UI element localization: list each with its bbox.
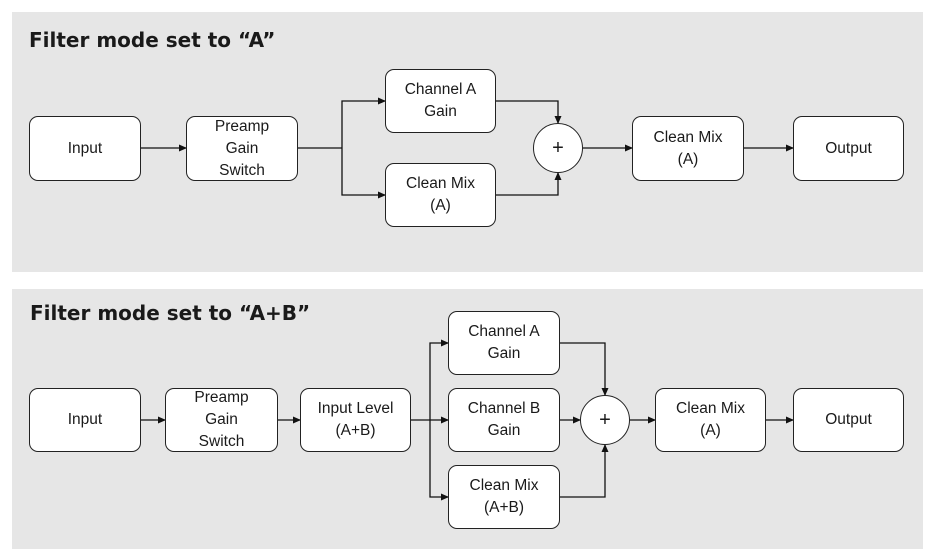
- block-output: Output: [793, 116, 904, 181]
- panel-filter-mode-a: [12, 12, 923, 272]
- wire-ab-split-clean-mix: [429, 420, 449, 501]
- wire-ab-clean-mix-sum: [560, 444, 609, 498]
- block-clean-mix-input: Clean Mix (A): [385, 163, 496, 227]
- wire-a-split-clean-mix: [341, 148, 386, 199]
- wire-a-channel-a-sum: [496, 100, 562, 124]
- panel-ab-title: Filter mode set to “A+B”: [30, 301, 311, 325]
- block-channel-b-gain: Channel B Gain: [448, 388, 560, 452]
- summing-junction: +: [533, 123, 583, 173]
- block-channel-a-gain: Channel A Gain: [385, 69, 496, 133]
- wire-ab-channel-a-sum: [560, 342, 609, 396]
- block-preamp-gain-switch: Preamp Gain Switch: [165, 388, 278, 452]
- panel-a-title: Filter mode set to “A”: [29, 28, 276, 52]
- summing-junction: +: [580, 395, 630, 445]
- block-input: Input: [29, 388, 141, 452]
- block-input-level: Input Level (A+B): [300, 388, 411, 452]
- block-clean-mix-output: Clean Mix (A): [632, 116, 744, 181]
- block-input: Input: [29, 116, 141, 181]
- block-channel-a-gain: Channel A Gain: [448, 311, 560, 375]
- wire-a-clean-mix-sum: [496, 172, 562, 196]
- wire-ab-split-channel-a: [429, 339, 449, 420]
- block-clean-mix-output: Clean Mix (A): [655, 388, 766, 452]
- wire-a-split-channel-a: [341, 97, 386, 148]
- block-preamp-gain-switch: Preamp Gain Switch: [186, 116, 298, 181]
- block-clean-mix-input: Clean Mix (A+B): [448, 465, 560, 529]
- block-output: Output: [793, 388, 904, 452]
